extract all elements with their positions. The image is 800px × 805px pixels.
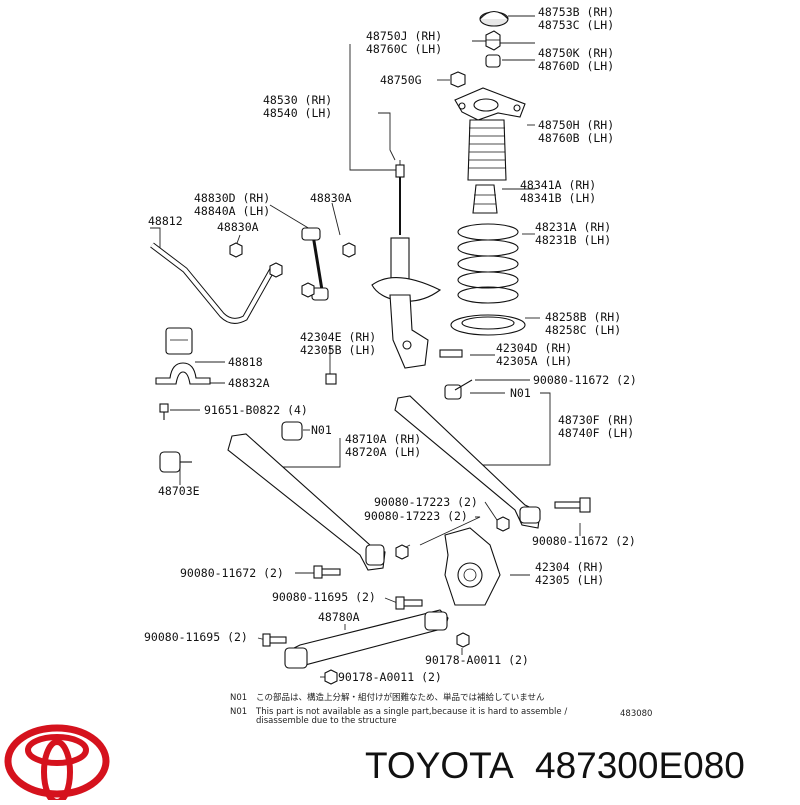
part-label: 48780A xyxy=(318,610,360,624)
part-label: 48812 xyxy=(148,214,183,228)
part-label: 48760B (LH) xyxy=(538,131,614,145)
part-label: 48830A xyxy=(310,191,352,205)
part-label: 48540 (LH) xyxy=(263,106,332,120)
brand-name: TOYOTA xyxy=(365,745,514,786)
part-labels: 48753B (RH) 48753C (LH) 48750J (RH) 4876… xyxy=(144,5,637,684)
part-label: 48753C (LH) xyxy=(538,18,614,32)
part-label: 42305 (LH) xyxy=(535,573,604,587)
part-label: 48830A xyxy=(217,220,259,234)
part-label: 48760C (LH) xyxy=(366,42,442,56)
diagram-id: 483080 xyxy=(620,709,652,719)
part-label: 48258C (LH) xyxy=(545,323,621,337)
part-label: 48710A (RH) xyxy=(345,432,421,446)
part-label: 48840A (LH) xyxy=(194,204,270,218)
leader-lines xyxy=(150,15,581,678)
part-label: 90080-11672 (2) xyxy=(533,373,637,387)
part-label: 48530 (RH) xyxy=(263,93,332,107)
footnotes: N01 この部品は、構造上分解・組付けが困難なため、単品では補給していません N… xyxy=(230,692,652,726)
part-label: N01 xyxy=(311,423,332,437)
note-english-line2: disassemble due to the structure xyxy=(256,716,397,726)
part-label: 48720A (LH) xyxy=(345,445,421,459)
part-label: 48750H (RH) xyxy=(538,118,614,132)
part-label: 48231B (LH) xyxy=(535,233,611,247)
part-label: 48341B (LH) xyxy=(520,191,596,205)
part-label: 90080-17223 (2) xyxy=(364,509,468,523)
part-label: 48750J (RH) xyxy=(366,29,442,43)
part-label: 90080-17223 (2) xyxy=(374,495,478,509)
part-label: 42304D (RH) xyxy=(496,341,572,355)
part-label: 90080-11695 (2) xyxy=(144,630,248,644)
part-label: 48740F (LH) xyxy=(558,426,634,440)
part-label: 90080-11695 (2) xyxy=(272,590,376,604)
part-label: N01 xyxy=(510,386,531,400)
part-number: 487300E080 xyxy=(535,745,745,786)
part-label: 48258B (RH) xyxy=(545,310,621,324)
note-english-line1: This part is not available as a single p… xyxy=(255,707,567,717)
part-label: 48730F (RH) xyxy=(558,413,634,427)
toyota-logo-icon xyxy=(4,724,110,805)
part-label: 48703E xyxy=(158,484,200,498)
coil-spring xyxy=(457,223,519,304)
part-label: 48818 xyxy=(228,355,263,369)
part-label: 42304 (RH) xyxy=(535,560,604,574)
part-label: 91651-B0822 (4) xyxy=(204,403,308,417)
part-label: 48760D (LH) xyxy=(538,59,614,73)
note-code: N01 xyxy=(230,707,247,717)
part-label: 42305B (LH) xyxy=(300,343,376,357)
part-label: 90178-A0011 (2) xyxy=(338,670,442,684)
note-code: N01 xyxy=(230,693,247,703)
part-label: 42304E (RH) xyxy=(300,330,376,344)
part-label: 48750K (RH) xyxy=(538,46,614,60)
part-label: 48753B (RH) xyxy=(538,5,614,19)
part-label: 42305A (LH) xyxy=(496,354,572,368)
note-japanese: この部品は、構造上分解・組付けが困難なため、単品では補給していません xyxy=(256,692,545,703)
part-label: 48750G xyxy=(380,73,422,87)
part-label: 48341A (RH) xyxy=(520,178,596,192)
part-label: 90080-11672 (2) xyxy=(180,566,284,580)
part-label: 48832A xyxy=(228,376,270,390)
part-label: 48231A (RH) xyxy=(535,220,611,234)
part-drawings xyxy=(150,10,591,685)
part-label: 90178-A0011 (2) xyxy=(425,653,529,667)
part-label: 48830D (RH) xyxy=(194,191,270,205)
part-label: 90080-11672 (2) xyxy=(532,534,636,548)
